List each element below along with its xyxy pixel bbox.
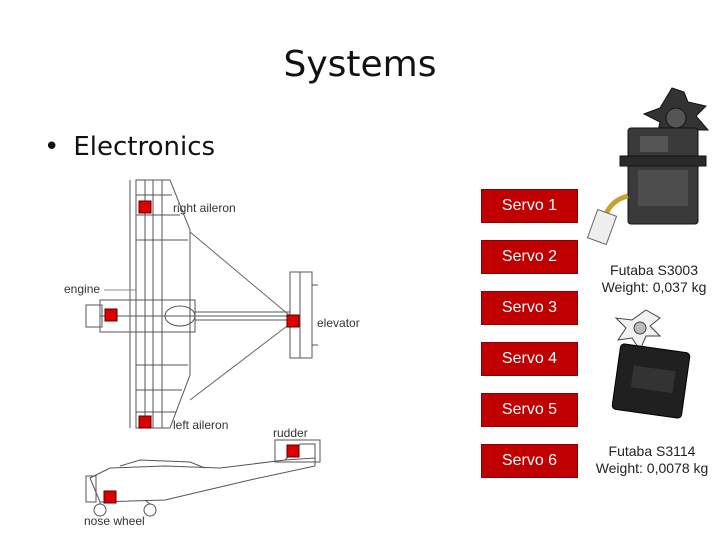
airplane-side-view bbox=[85, 439, 321, 517]
guide-lines bbox=[189, 231, 296, 401]
servo-2-box: Servo 2 bbox=[481, 240, 578, 274]
spec-s3114-name: Futaba S3114 bbox=[608, 443, 696, 459]
spec-s3114-weight: Weight: 0,0078 kg bbox=[595, 460, 709, 476]
spec-s3003-name: Futaba S3003 bbox=[610, 262, 698, 278]
servo-6-box: Servo 6 bbox=[481, 444, 578, 478]
label-nose-wheel: nose wheel bbox=[84, 514, 145, 528]
label-engine: engine bbox=[64, 282, 101, 296]
label-elevator: elevator bbox=[317, 316, 360, 330]
servo-1-box: Servo 1 bbox=[481, 189, 578, 223]
spec-s3003-weight: Weight: 0,037 kg bbox=[601, 279, 707, 295]
marker-rudder bbox=[286, 444, 300, 458]
rudder-outline bbox=[274, 439, 321, 463]
bullet-electronics: • Electronics bbox=[44, 132, 215, 162]
label-left-aileron: left aileron bbox=[173, 418, 229, 432]
marker-right-aileron bbox=[138, 200, 152, 214]
marker-nose-wheel bbox=[103, 490, 117, 504]
marker-elevator bbox=[286, 314, 300, 328]
servo-3-box: Servo 3 bbox=[481, 291, 578, 325]
page-title: Systems bbox=[283, 44, 437, 85]
spec-s3114: Futaba S3114 Weight: 0,0078 kg bbox=[586, 443, 718, 477]
servo-s3114-image bbox=[611, 309, 691, 419]
spec-s3003: Futaba S3003 Weight: 0,037 kg bbox=[590, 262, 718, 296]
bullet-text: Electronics bbox=[73, 132, 216, 162]
servo-cable-s3003 bbox=[603, 193, 629, 216]
airplane-top-view bbox=[85, 179, 318, 429]
marker-engine bbox=[104, 308, 118, 322]
wing-outline bbox=[135, 179, 191, 429]
servo-s3003-image bbox=[586, 87, 710, 246]
servo-4-box: Servo 4 bbox=[481, 342, 578, 376]
label-right-aileron: right aileron bbox=[173, 201, 236, 215]
marker-left-aileron bbox=[138, 415, 152, 429]
servo-connector-s3003 bbox=[586, 208, 618, 246]
bullet-dot: • bbox=[44, 132, 60, 162]
label-rudder: rudder bbox=[273, 426, 308, 440]
servo-5-box: Servo 5 bbox=[481, 393, 578, 427]
servo-markers bbox=[103, 200, 300, 504]
